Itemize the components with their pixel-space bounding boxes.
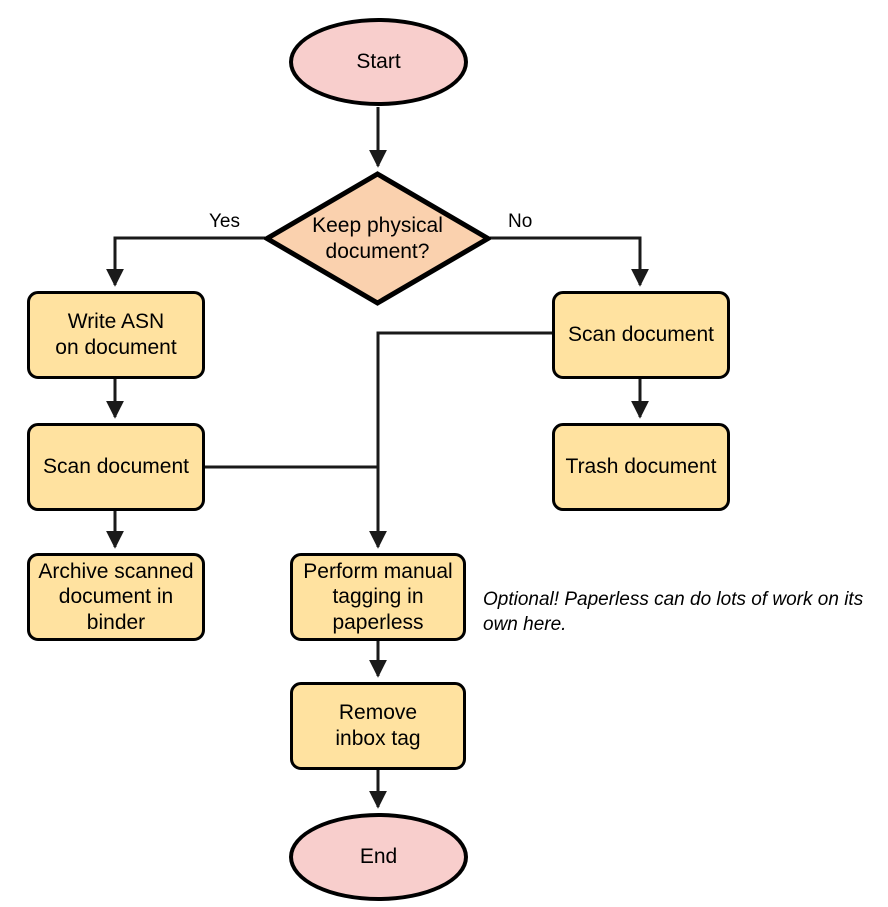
- node-archive-binder[interactable]: Archive scanned document in binder: [27, 553, 205, 641]
- node-write-asn-label: Write ASN on document: [55, 310, 177, 359]
- node-decision-keep-physical-label: Keep physical document?: [312, 213, 443, 263]
- edge-decision-no-to-scan-right: [490, 236, 649, 287]
- node-decision-keep-physical[interactable]: Keep physical document?: [264, 171, 491, 306]
- node-write-asn[interactable]: Write ASN on document: [27, 291, 205, 379]
- edge-label-no: No: [508, 211, 533, 232]
- node-trash-document[interactable]: Trash document: [552, 423, 730, 511]
- node-end-label: End: [359, 845, 398, 869]
- node-end[interactable]: End: [289, 813, 468, 901]
- node-start[interactable]: Start: [289, 18, 468, 106]
- diamond-shape: [264, 171, 491, 306]
- edge-label-yes: Yes: [209, 211, 240, 232]
- node-scan-document-right[interactable]: Scan document: [552, 291, 730, 379]
- node-scan-document-left[interactable]: Scan document: [27, 423, 205, 511]
- node-trash-document-label: Trash document: [565, 455, 717, 479]
- edge-scan-right-to-manual-tagging: [369, 331, 552, 549]
- node-start-label: Start: [356, 50, 401, 74]
- node-remove-inbox-tag[interactable]: Remove inbox tag: [290, 682, 466, 770]
- node-archive-binder-label: Archive scanned document in binder: [38, 559, 194, 634]
- annotation-optional-note: Optional! Paperless can do lots of work …: [483, 589, 864, 635]
- node-scan-document-left-label: Scan document: [43, 455, 189, 479]
- node-manual-tagging[interactable]: Perform manual tagging in paperless: [290, 553, 466, 641]
- edge-decision-yes-to-write-asn: [106, 236, 265, 287]
- node-remove-inbox-tag-label: Remove inbox tag: [335, 701, 421, 750]
- node-scan-document-right-label: Scan document: [568, 323, 714, 347]
- node-manual-tagging-label: Perform manual tagging in paperless: [303, 559, 453, 634]
